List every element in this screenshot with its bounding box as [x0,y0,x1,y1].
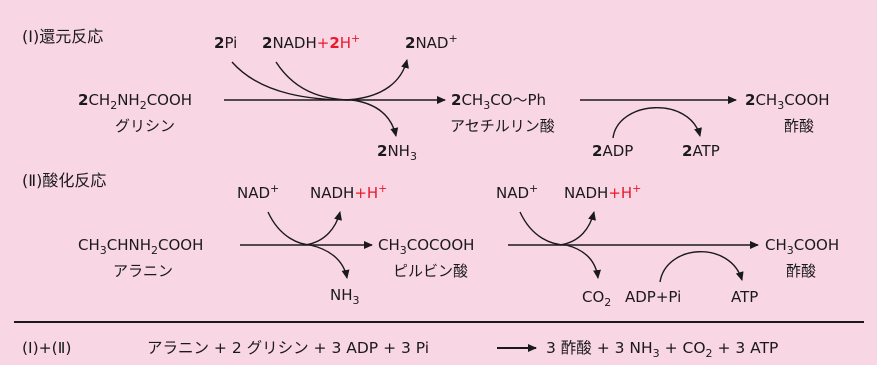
s2-acetic-formula: CH3COOH [765,236,839,257]
section1-title: (Ⅰ)還元反応 [22,27,103,46]
s1-pi-label: 2Pi [214,34,237,52]
section2-title: (Ⅱ)酸化反応 [22,171,106,190]
s2-nad1-label: NAD+ [237,182,279,202]
s1-atp-label: 2ATP [682,142,720,160]
s2-co2-curve [565,244,601,279]
s2-nadh2-label: NADH+H+ [564,182,641,202]
s2-atp-label: ATP [731,288,758,306]
s1-nadh-curve [275,61,356,101]
s2-nadh1-label: NADH+H+ [310,182,387,202]
s1-nad-curve [344,59,409,101]
s2-nad1-curve [267,211,313,246]
s1-nh3-curve [351,99,399,137]
s2-alanine-name: アラニン [113,262,173,280]
s1-nadh-label: 2NADH+2H+ [262,32,360,52]
s2-adp-pi-label: ADP+Pi [625,288,681,306]
s2-pyruvate-formula: CH3COCOOH [378,236,474,257]
s1-pi-curve [231,61,351,101]
s2-acetic-name: 酢酸 [786,262,816,280]
s1-glycine-formula: 2CH2NH2COOH [78,91,192,112]
s2-nad2-label: NAD+ [496,182,538,202]
s2-nh3-curve [309,244,350,279]
s1-adp-label: 2ADP [592,142,633,160]
s1-nh3-label: 2NH3 [377,142,417,163]
s2-co2-label: CO2 [582,288,611,309]
s1-acetic-name: 酢酸 [784,117,814,135]
s2-pyruvate-name: ピルビン酸 [393,262,468,280]
s2-nh3-label: NH3 [330,286,360,307]
s1-acetic-formula: 2CH3COOH [745,91,830,112]
s1-acetyl-formula: 2CH3CO〜Ph [451,91,546,112]
s1-nad-label: 2NAD+ [405,32,458,52]
s2-nadh1-curve [304,211,342,246]
s1-atp-arc [612,107,702,139]
s2-nadh2-curve [559,211,596,246]
s2-alanine-formula: CH3CHNH2COOH [78,236,203,257]
summary-right: 3 酢酸 + 3 NH3 + CO2 + 3 ATP [546,339,778,360]
s1-acetyl-name: アセチルリン酸 [450,117,555,135]
summary-label: (Ⅰ)+(Ⅱ) [22,339,71,357]
summary-left: アラニン + 2 グリシン + 3 ADP + 3 Pi [147,339,429,357]
s2-nad2-curve [519,211,567,246]
s2-atp-arc [659,251,744,283]
s1-glycine-name: グリシン [115,117,175,135]
